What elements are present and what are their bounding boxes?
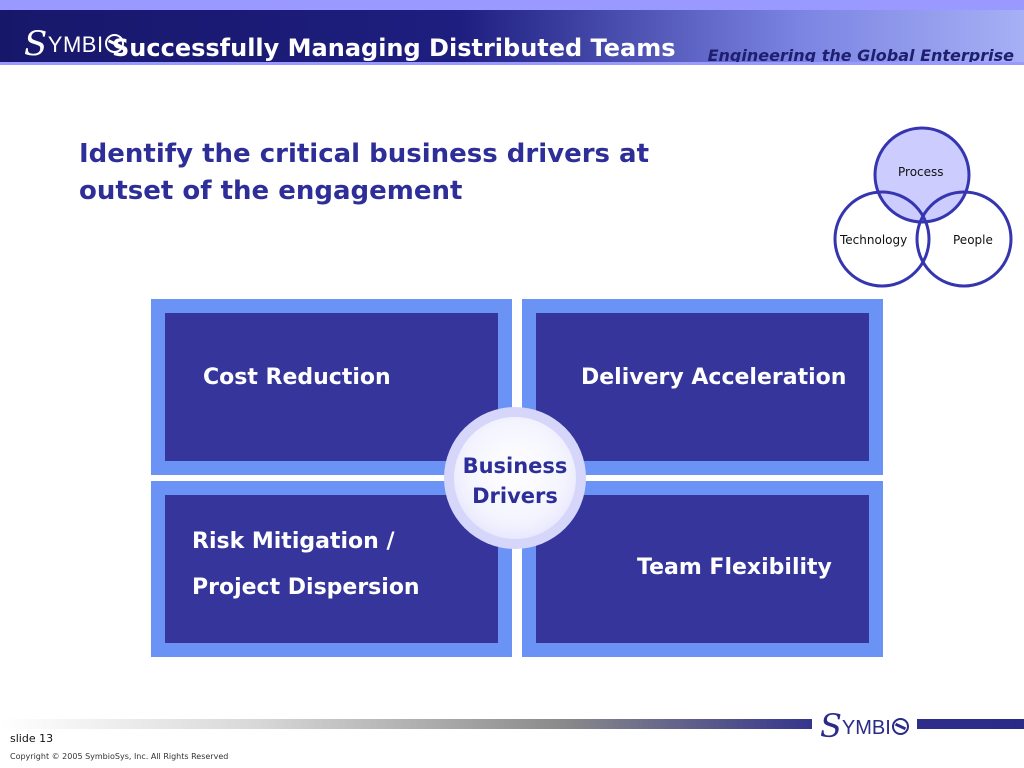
quadrant-label-risk-mitigation-line1: Risk Mitigation / <box>192 529 395 554</box>
header-top-band <box>0 0 1024 10</box>
venn-label-people: People <box>953 233 993 247</box>
venn-label-process: Process <box>898 165 944 179</box>
venn-circle-technology <box>833 190 931 288</box>
quadrant-label-risk-mitigation-line2: Project Dispersion <box>192 575 420 600</box>
symbio-logo: SYMBI <box>24 24 124 64</box>
quadrant-label-delivery-acceleration: Delivery Acceleration <box>581 365 847 390</box>
footer-symbio-logo: SYMBI <box>812 707 917 745</box>
slide-subtitle: Identify the critical business drivers a… <box>79 136 719 210</box>
hub-label-line-1: Business <box>462 454 568 478</box>
quadrant-team-flexibility: Team Flexibility <box>522 481 883 657</box>
header-bar: SYMBI Successfully Managing Distributed … <box>0 10 1024 65</box>
copyright-notice: Copyright © 2005 SymbioSys, Inc. All Rig… <box>10 752 229 761</box>
venn-circle-process <box>873 126 971 224</box>
quadrant-delivery-acceleration: Delivery Acceleration <box>522 299 883 475</box>
subtitle-line-2: outset of the engagement <box>79 176 463 206</box>
subtitle-line-1: Identify the critical business drivers a… <box>79 139 650 169</box>
hub-label-line-2: Drivers <box>472 484 558 508</box>
venn-label-technology: Technology <box>840 233 908 247</box>
quadrant-label-team-flexibility: Team Flexibility <box>637 555 832 580</box>
slide-number: slide 13 <box>10 732 54 745</box>
header-tagline: Engineering the Global Enterprise <box>707 46 1014 65</box>
slide-title: Successfully Managing Distributed Teams <box>112 34 676 62</box>
venn-diagram: Process Technology People <box>830 125 1020 290</box>
venn-circle-people <box>915 190 1013 288</box>
venn-circles <box>833 126 1013 288</box>
footer-bar <box>0 719 1024 729</box>
header-rule <box>0 62 1024 65</box>
business-drivers-hub: Business Drivers <box>444 407 586 549</box>
quadrant-label-cost-reduction: Cost Reduction <box>203 365 391 390</box>
